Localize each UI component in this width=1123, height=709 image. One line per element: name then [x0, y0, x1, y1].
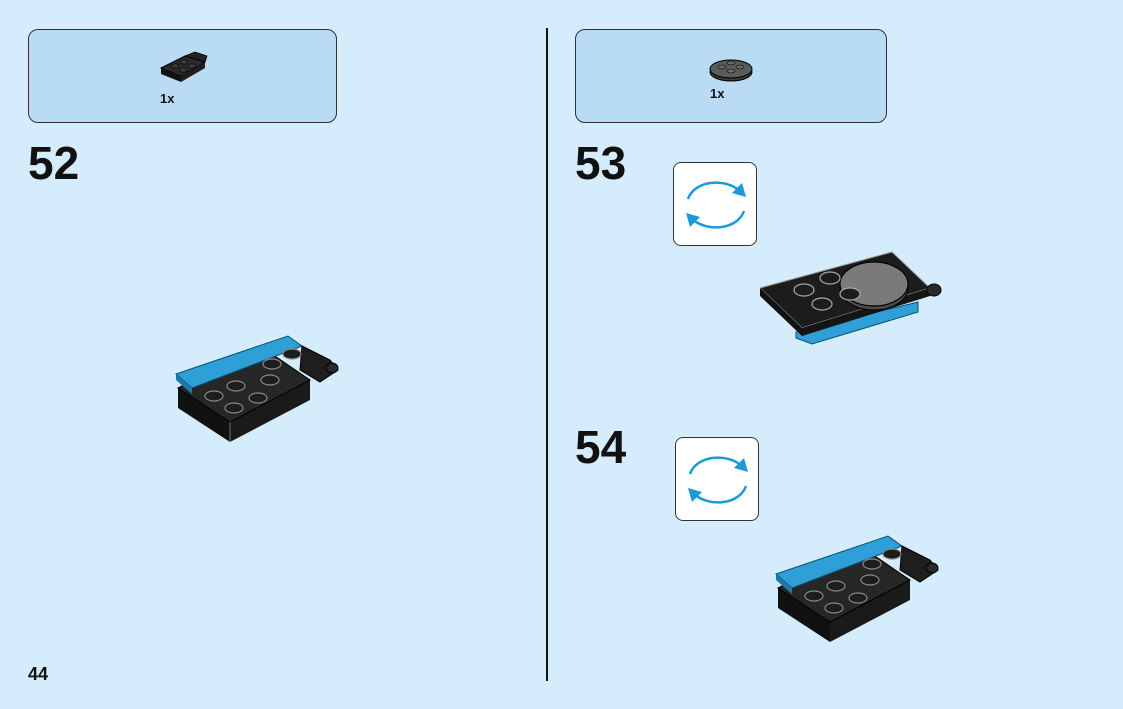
step-53-parts-box: 1x	[575, 29, 887, 123]
step-53-rotate-box	[673, 162, 757, 246]
rotate-model-icon	[686, 181, 746, 229]
column-divider	[546, 28, 548, 681]
step-52-part-qty: 1x	[160, 91, 175, 106]
page-number: 44	[28, 664, 49, 684]
step-54-rotate-box	[675, 437, 759, 521]
rotate-model-icon	[688, 456, 748, 504]
dark-gray-round-plate-icon	[709, 59, 753, 82]
step-52-model-illustration	[175, 335, 339, 442]
black-inverted-slope-plate-icon	[159, 51, 208, 82]
step-53-part-qty: 1x	[710, 86, 725, 101]
step-number-52: 52	[28, 137, 80, 189]
step-52-parts-box: 1x	[28, 29, 337, 123]
step-number-54: 54	[575, 421, 627, 473]
step-54-model-illustration	[775, 535, 939, 642]
step-53-model-illustration	[759, 251, 942, 345]
step-number-53: 53	[575, 137, 627, 189]
